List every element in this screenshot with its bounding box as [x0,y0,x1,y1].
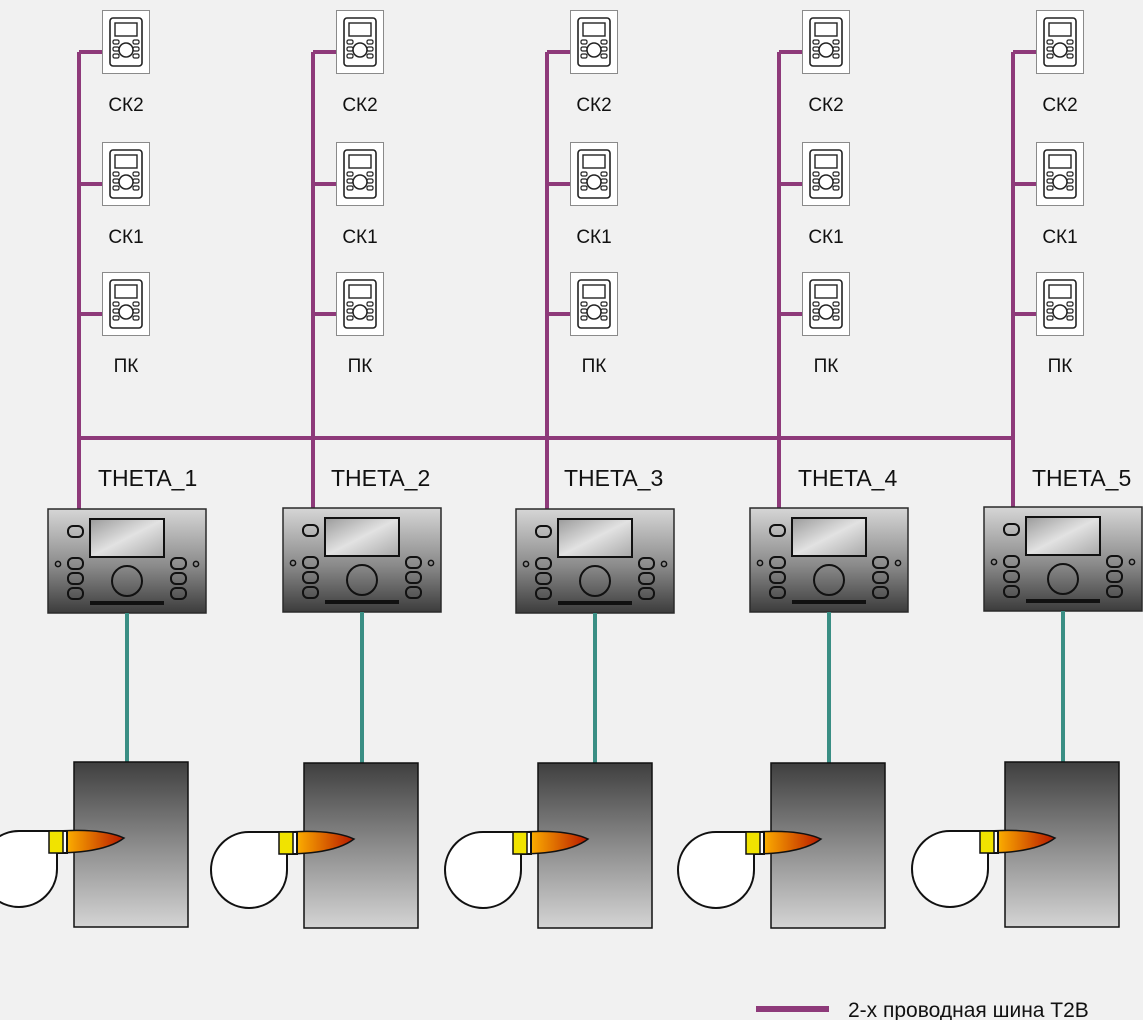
boiler-with-burner-icon [0,761,189,928]
boiler-with-burner-icon [444,762,653,929]
panel-label: ПК [348,356,373,377]
controller-label: THETA_2 [331,465,430,491]
panel-label: СК1 [576,227,611,248]
panel-label: СК1 [1042,227,1077,248]
controller-label: THETA_1 [98,465,197,491]
panel-label: ПК [1048,356,1073,377]
room-control-panel-icon [569,271,619,337]
panel-label: СК2 [576,95,611,116]
room-control-panel-icon [1035,9,1085,75]
panel-label: СК2 [108,95,143,116]
legend: 2-х проводная шина T2B [756,999,1089,1020]
room-control-panel-icon [801,141,851,207]
theta-controller-icon [749,507,909,613]
panel-label: ПК [814,356,839,377]
panel-label: СК1 [342,227,377,248]
theta-controller-icon [282,507,442,613]
room-control-panel-icon [101,9,151,75]
room-control-panel-icon [335,141,385,207]
theta-controller-icon [47,508,207,614]
room-control-panel-icon [801,9,851,75]
room-control-panel-icon [335,9,385,75]
room-control-panel-icon [569,141,619,207]
panel-label: ПК [114,356,139,377]
panel-label: СК2 [1042,95,1077,116]
boiler-with-burner-icon [911,761,1120,928]
controller-label: THETA_3 [564,465,663,491]
legend-bus-label: 2-х проводная шина T2B [848,999,1089,1020]
panel-label: ПК [582,356,607,377]
panel-label: СК1 [108,227,143,248]
room-control-panel-icon [101,271,151,337]
boiler-with-burner-icon [677,762,886,929]
room-control-panel-icon [801,271,851,337]
panel-label: СК2 [342,95,377,116]
theta-controller-icon [515,508,675,614]
room-control-panel-icon [335,271,385,337]
room-control-panel-icon [1035,141,1085,207]
boiler-with-burner-icon [210,762,419,929]
panel-label: СК2 [808,95,843,116]
controller-label: THETA_5 [1032,465,1131,491]
theta-controller-icon [983,506,1143,612]
room-control-panel-icon [569,9,619,75]
panel-label: СК1 [808,227,843,248]
room-control-panel-icon [1035,271,1085,337]
controller-label: THETA_4 [798,465,897,491]
room-control-panel-icon [101,141,151,207]
